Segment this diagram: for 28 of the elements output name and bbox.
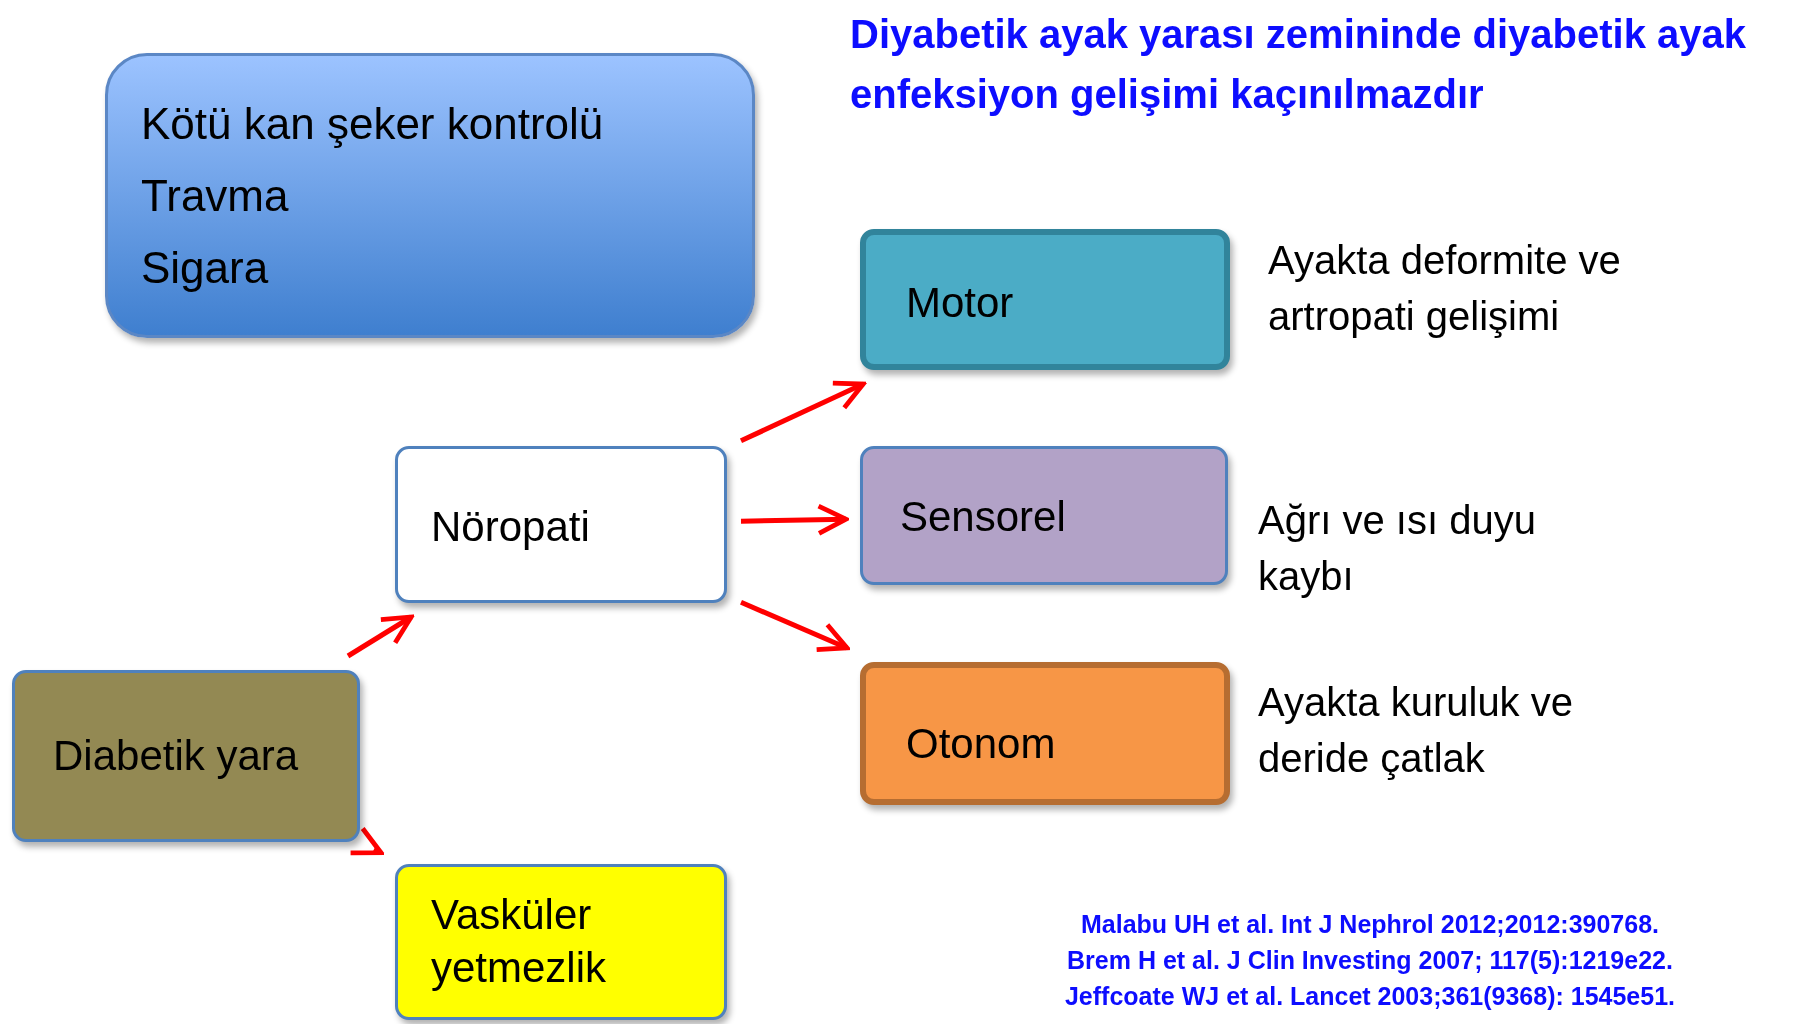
box-label: Kötü kan şeker kontrolü (141, 98, 605, 150)
box-label: Sensorel (900, 492, 1067, 542)
title: Diyabetik ayak yarası zemininde diyabetik ayak enfeksiyon gelişimi kaçınılmazdır (850, 11, 1748, 118)
reference-text: Jeffcoate WJ et al. Lancet 2003;361(9368): 1545e51. (1063, 982, 1677, 1011)
description-text: Ayakta deformite ve artropati gelişimi (1268, 237, 1622, 340)
process-box (395, 864, 727, 1020)
box-label: Diabetik yara (53, 731, 300, 781)
start-box (12, 670, 360, 842)
category-box (860, 446, 1228, 585)
risk-factor-box (105, 53, 755, 338)
box-label: Otonom (906, 719, 1057, 769)
arrow (346, 614, 414, 659)
description-text: Ağrı ve ısı duyu kaybı (1258, 497, 1537, 600)
arrow (740, 503, 849, 536)
box-label: Travma (141, 170, 290, 222)
arrow (739, 380, 866, 444)
description-text: Ayakta kuruluk ve deride çatlak (1258, 679, 1574, 782)
process-box (395, 446, 727, 603)
category-box (860, 662, 1230, 805)
box-label: Vasküler yetmezlik (431, 890, 608, 993)
arrow (348, 826, 384, 856)
box-label: Motor (906, 278, 1015, 328)
box-label: Nöropati (431, 502, 591, 552)
reference-text: Malabu UH et al. Int J Nephrol 2012;2012:390768. (1080, 910, 1660, 939)
reference-text: Brem H et al. J Clin Investing 2007; 117(5):1219e22. (1066, 946, 1674, 975)
box-label: Sigara (141, 242, 270, 294)
category-box (860, 229, 1230, 370)
arrow (740, 599, 850, 653)
